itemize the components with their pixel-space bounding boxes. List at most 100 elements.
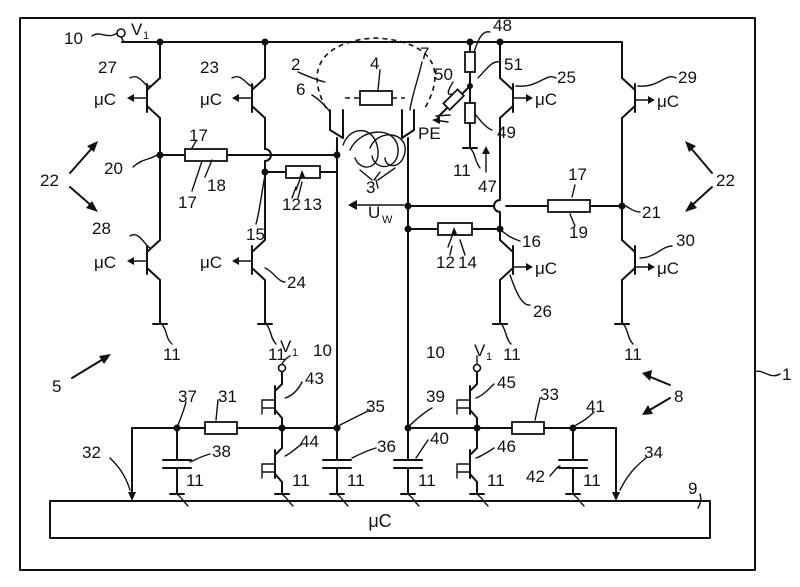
label-10: 10 bbox=[313, 341, 332, 360]
arrow-icon bbox=[432, 117, 440, 124]
label-49: 49 bbox=[497, 123, 516, 142]
wire bbox=[470, 474, 477, 482]
label-2: 2 bbox=[291, 55, 300, 74]
label-30: 30 bbox=[676, 231, 695, 250]
reference-labels: 10 V 1 27 23 25 29 μC μC μC μC μC μC μC … bbox=[40, 16, 791, 498]
arrow-icon bbox=[648, 96, 655, 104]
gate-lead bbox=[457, 464, 470, 478]
label-34: 34 bbox=[644, 443, 663, 462]
arrow-icon bbox=[127, 257, 134, 265]
label-11: 11 bbox=[347, 471, 365, 490]
arrow-icon bbox=[648, 263, 655, 271]
label-6: 6 bbox=[296, 80, 305, 99]
label-v1: V bbox=[131, 20, 143, 39]
label-12: 12 bbox=[282, 195, 301, 214]
label-10: 10 bbox=[426, 343, 445, 362]
uc-label: μC bbox=[535, 90, 557, 109]
label-3: 3 bbox=[366, 178, 375, 197]
wire bbox=[147, 268, 160, 280]
label-9: 9 bbox=[688, 479, 697, 498]
uc-label: μC bbox=[200, 90, 222, 109]
pointer-arrows bbox=[70, 141, 712, 415]
label-4: 4 bbox=[370, 54, 379, 73]
label-14: 14 bbox=[458, 253, 477, 272]
uc-label: μC bbox=[657, 259, 679, 278]
label-19: 19 bbox=[569, 223, 588, 242]
label-17: 17 bbox=[178, 193, 197, 212]
wire bbox=[622, 240, 635, 252]
label-35: 35 bbox=[366, 397, 385, 416]
wire bbox=[470, 410, 477, 418]
wire bbox=[276, 384, 282, 390]
label-v1-sub: 1 bbox=[486, 351, 492, 363]
label-45: 45 bbox=[497, 373, 516, 392]
label-pe: PE bbox=[418, 124, 441, 143]
arrow-icon bbox=[127, 94, 134, 102]
label-29: 29 bbox=[678, 68, 697, 87]
label-22: 22 bbox=[40, 171, 59, 190]
label-8: 8 bbox=[674, 387, 683, 406]
junction-dot bbox=[405, 203, 412, 210]
label-20: 20 bbox=[104, 159, 123, 178]
wire bbox=[147, 78, 160, 90]
uc-label: μC bbox=[94, 253, 116, 272]
wire bbox=[622, 106, 635, 118]
label-39: 39 bbox=[426, 387, 445, 406]
label-40: 40 bbox=[430, 429, 449, 448]
resistor-49 bbox=[465, 103, 475, 123]
wire bbox=[252, 78, 265, 90]
label-48: 48 bbox=[493, 16, 512, 35]
label-uw: U bbox=[368, 203, 380, 222]
arrow-icon bbox=[612, 492, 620, 501]
arc-loop bbox=[370, 135, 405, 166]
wire bbox=[471, 384, 477, 390]
label-47: 47 bbox=[478, 177, 497, 196]
wire bbox=[147, 240, 160, 252]
label-7: 7 bbox=[420, 44, 429, 63]
label-46: 46 bbox=[497, 437, 516, 456]
wire bbox=[500, 78, 513, 90]
arrow-icon bbox=[526, 94, 533, 102]
label-v1-sub: 1 bbox=[143, 30, 149, 42]
wire bbox=[252, 268, 265, 280]
arrow-icon bbox=[482, 146, 490, 154]
label-11: 11 bbox=[186, 471, 204, 490]
arrow-icon bbox=[348, 200, 357, 210]
resistor-19 bbox=[548, 200, 590, 212]
label-36: 36 bbox=[377, 437, 396, 456]
label-5: 5 bbox=[52, 377, 61, 396]
uc-label: μC bbox=[535, 259, 557, 278]
label-16: 16 bbox=[522, 232, 541, 251]
label-11: 11 bbox=[503, 345, 521, 364]
label-13: 13 bbox=[303, 195, 322, 214]
label-50: 50 bbox=[434, 65, 453, 84]
label-11: 11 bbox=[624, 345, 642, 364]
gate-lead bbox=[457, 400, 470, 414]
label-23: 23 bbox=[200, 58, 219, 77]
photo-sensor bbox=[443, 89, 464, 110]
label-10: 10 bbox=[64, 29, 83, 48]
uc-label: μC bbox=[200, 253, 222, 272]
label-31: 31 bbox=[218, 387, 237, 406]
label-uw-sub: W bbox=[382, 214, 393, 226]
supply-terminal bbox=[474, 365, 481, 372]
light-ray bbox=[436, 115, 450, 116]
arrow-icon bbox=[232, 257, 239, 265]
wire bbox=[275, 410, 282, 418]
element-4 bbox=[360, 91, 392, 105]
label-v1: V bbox=[474, 341, 486, 360]
label-11: 11 bbox=[453, 161, 471, 180]
wire bbox=[500, 240, 513, 252]
label-41: 41 bbox=[586, 397, 605, 416]
label-32: 32 bbox=[82, 443, 101, 462]
label-27: 27 bbox=[98, 58, 117, 77]
label-51: 51 bbox=[504, 55, 523, 74]
label-v1: V bbox=[280, 337, 292, 356]
label-1: 1 bbox=[782, 365, 791, 384]
junction-dot bbox=[405, 226, 412, 233]
electrode-left bbox=[330, 110, 343, 138]
label-11: 11 bbox=[418, 471, 436, 490]
label-12: 12 bbox=[436, 253, 455, 272]
microcontroller-label: μC bbox=[368, 511, 391, 531]
